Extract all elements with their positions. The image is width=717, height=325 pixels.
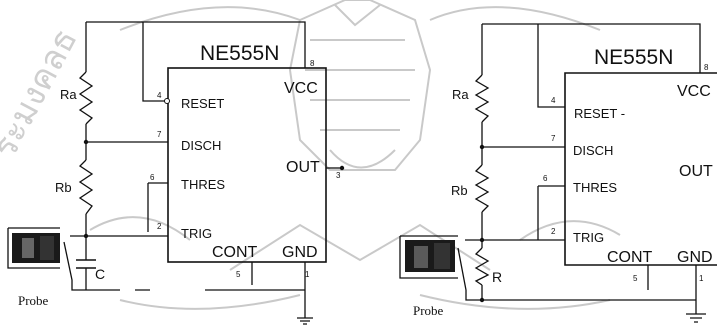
left-chip-name: NE555N — [200, 42, 279, 65]
right-pin-number-8: 8 — [704, 63, 709, 72]
right-label-probe: Probe — [413, 303, 444, 318]
right-pin-label-trig: TRIG — [573, 230, 604, 245]
right-pin-number-2: 2 — [551, 227, 556, 236]
left-chip-body — [167, 67, 327, 263]
right-resistor-r — [474, 247, 490, 286]
left-label-probe: Probe — [18, 293, 49, 308]
left-probe-icon — [7, 227, 60, 269]
left-pin-label-vcc: VCC — [284, 80, 318, 97]
left-output-terminal — [339, 165, 345, 171]
right-chip-body — [564, 72, 717, 266]
left-pin-number-5: 5 — [236, 270, 241, 279]
left-label-rb: Rb — [55, 180, 72, 195]
right-junction-disch — [479, 144, 485, 150]
left-pin-number-7: 7 — [157, 130, 162, 139]
right-circuit: NE555N VCC RESET - DISCH THRES TRIG OUT … — [399, 23, 717, 323]
left-pin-label-thres: THRES — [181, 177, 225, 192]
right-pin-number-1: 1 — [699, 274, 704, 283]
left-ground-symbol — [297, 317, 313, 325]
left-pin-number-6: 6 — [150, 173, 155, 182]
left-label-c: C — [95, 266, 105, 282]
left-pin-label-trig: TRIG — [181, 226, 212, 241]
right-chip-name: NE555N — [594, 46, 673, 69]
left-reset-bubble — [164, 98, 170, 104]
left-pin-label-reset: RESET — [181, 96, 224, 111]
right-label-ra: Ra — [452, 87, 469, 102]
right-pin-label-gnd: GND — [677, 249, 713, 266]
right-pin-number-6: 6 — [543, 174, 548, 183]
left-pin-label-disch: DISCH — [181, 138, 221, 153]
left-capacitor-c — [76, 259, 96, 269]
right-pin-label-vcc: VCC — [677, 83, 711, 100]
right-resistor-rb — [474, 164, 490, 213]
right-pin-label-out: OUT — [679, 163, 713, 180]
right-probe-icon — [399, 235, 458, 279]
right-junction-trig — [479, 237, 485, 243]
left-pin-number-1: 1 — [305, 270, 310, 279]
right-pin-label-reset: RESET - — [574, 106, 625, 121]
right-ground-symbol — [686, 313, 706, 323]
right-label-rb: Rb — [451, 183, 468, 198]
left-circuit: NE555N VCC RESET DISCH THRES TRIG OUT CO… — [7, 21, 345, 325]
right-pin-number-5: 5 — [633, 274, 638, 283]
left-pin-label-gnd: GND — [282, 244, 318, 261]
left-resistor-ra — [78, 71, 94, 125]
right-pin-number-4: 4 — [551, 96, 556, 105]
right-pin-number-7: 7 — [551, 134, 556, 143]
left-junction-trig — [83, 233, 89, 239]
right-pin-label-disch: DISCH — [573, 143, 613, 158]
left-pin-label-cont: CONT — [212, 244, 258, 261]
left-pin-number-3: 3 — [336, 171, 341, 180]
left-pin-label-out: OUT — [286, 159, 320, 176]
left-junction-disch — [83, 139, 89, 145]
right-resistor-ra — [474, 74, 490, 123]
left-label-ra: Ra — [60, 87, 77, 102]
left-pin-number-4: 4 — [157, 91, 162, 100]
left-pin-number-8: 8 — [310, 59, 315, 68]
right-junction-ground — [479, 297, 485, 303]
left-resistor-rb — [78, 159, 94, 215]
right-label-r: R — [492, 269, 502, 285]
left-pin-number-2: 2 — [157, 222, 162, 231]
right-pin-label-thres: THRES — [573, 180, 617, 195]
right-pin-label-cont: CONT — [607, 249, 653, 266]
